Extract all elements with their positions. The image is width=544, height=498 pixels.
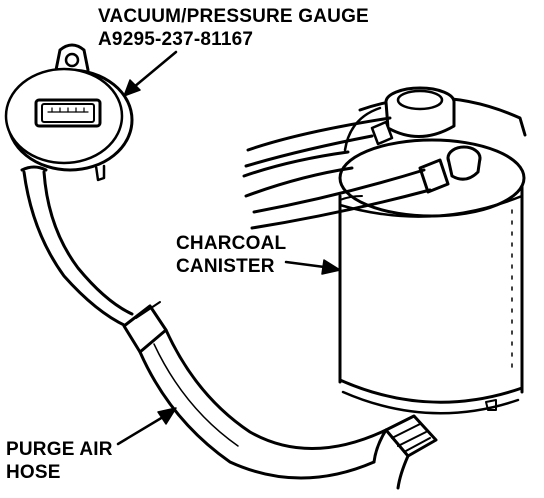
gauge-label-line1: VACUUM/PRESSURE GAUGE xyxy=(98,6,369,27)
hose-callout: PURGE AIR HOSE xyxy=(6,438,113,484)
purge-air-hose xyxy=(20,165,388,480)
leader-arrows xyxy=(116,50,341,446)
hose-leader-line xyxy=(116,412,170,446)
charcoal-canister xyxy=(338,96,527,415)
canister-arrowhead xyxy=(321,259,341,275)
vacuum-pressure-gauge xyxy=(4,43,134,182)
hose-arrowhead xyxy=(157,407,177,425)
canister-label-line1: CHARCOAL xyxy=(176,233,287,254)
hose-label-line1: PURGE AIR xyxy=(6,439,113,460)
canister-label-line2: CANISTER xyxy=(176,256,275,277)
upper-hoses xyxy=(242,116,432,230)
canister-top-valve xyxy=(370,86,482,194)
gauge-arrowhead xyxy=(123,79,141,97)
gauge-callout: VACUUM/PRESSURE GAUGE A9295-237-81167 xyxy=(98,5,369,51)
hose-label-line2: HOSE xyxy=(6,462,61,483)
canister-lower-hose xyxy=(372,414,438,490)
canister-callout: CHARCOAL CANISTER xyxy=(176,232,286,278)
gauge-part-number: A9295-237-81167 xyxy=(98,29,254,50)
